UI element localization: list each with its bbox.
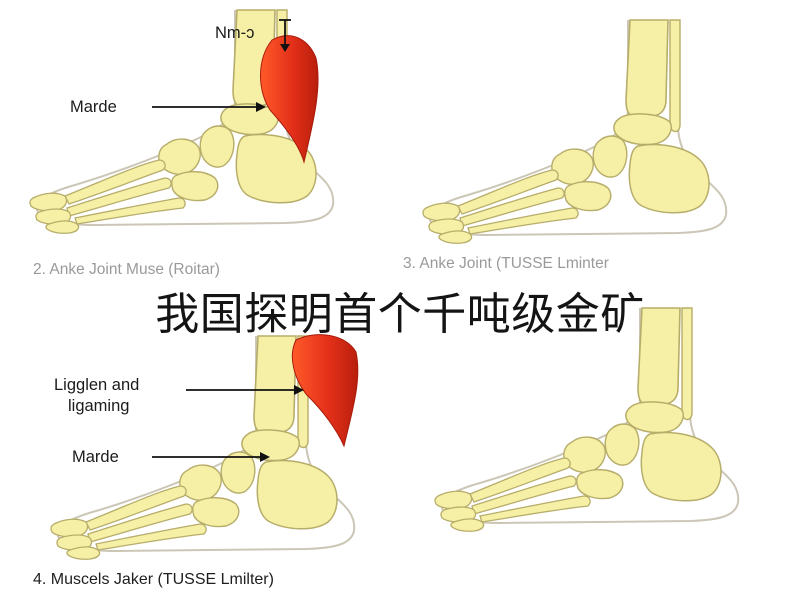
panel-2-label-top: Nm-ɔ bbox=[215, 24, 255, 42]
panel-3-caption: 3. Anke Joint (TUSSE Lminter bbox=[403, 255, 609, 272]
panel-4-muscle bbox=[291, 334, 359, 448]
panel-2-caption: 2. Anke Joint Muse (Roitar) bbox=[33, 261, 220, 278]
panel-4-label-a-line1: Ligglen and bbox=[54, 376, 140, 394]
panel-4-label-b: Marde bbox=[72, 448, 119, 466]
panel-4-caption: 4. Muscels Jaker (TUSSE Lmilter) bbox=[33, 571, 274, 588]
panel-4-label-a-line2: ligaming bbox=[68, 397, 130, 415]
overlay-title: 我国探明首个千吨级金矿 bbox=[155, 289, 645, 340]
panel-2-muscle bbox=[260, 35, 319, 164]
panel-3-foot bbox=[421, 19, 728, 245]
panel-2-label-left: Marde bbox=[70, 98, 117, 116]
